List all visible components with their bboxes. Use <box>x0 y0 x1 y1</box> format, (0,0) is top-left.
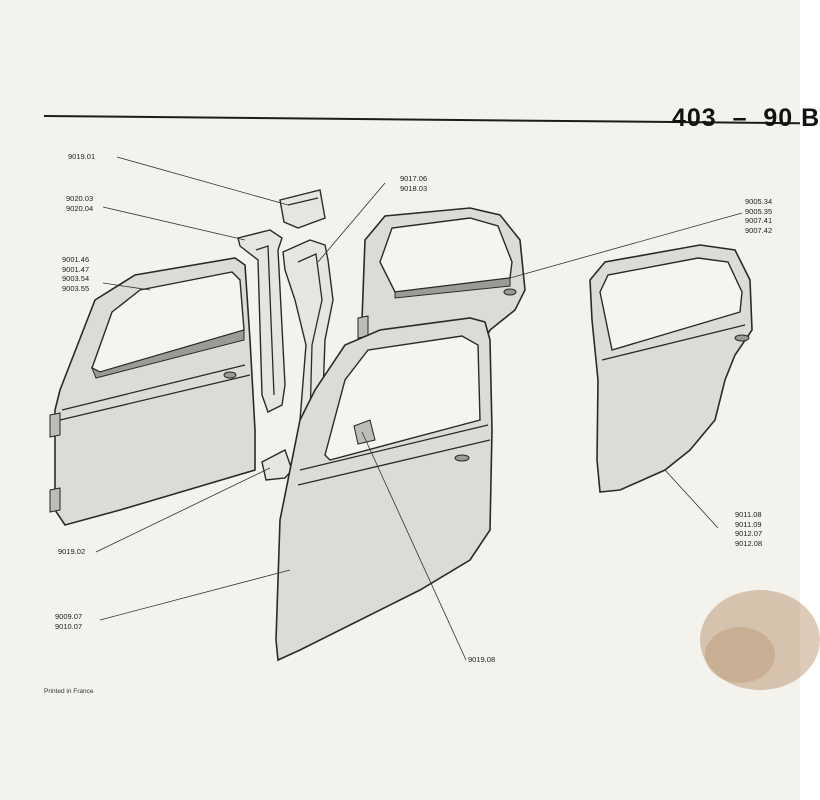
ref-9011: 9011.08 9011.09 9012.07 9012.08 <box>735 510 763 548</box>
pillar-reinforcement <box>237 229 286 413</box>
paper-stain <box>700 590 820 690</box>
ref-9019-01: 9019.01 <box>68 152 96 161</box>
small-bracket-bottom <box>261 449 293 481</box>
ref-9001: 9001.46 9001.47 9003.54 9003.55 <box>62 255 90 293</box>
leader-9017 <box>317 182 386 263</box>
ref-9009: 9009.07 9010.07 <box>55 612 83 631</box>
ref-9019-08: 9019.08 <box>468 655 496 664</box>
door-parts-drawing <box>49 156 820 690</box>
front-door-inner <box>275 317 493 662</box>
small-bracket-top <box>279 189 326 229</box>
leader-9005 <box>509 212 743 279</box>
front-door-left <box>49 257 256 526</box>
leader-9009 <box>99 569 291 621</box>
leader-9019-02 <box>95 467 271 553</box>
leader-9020 <box>102 206 246 241</box>
page-title: 403 – 90 B <box>672 104 820 132</box>
ref-9020: 9020.03 9020.04 <box>66 194 94 213</box>
leader-9019-08 <box>361 431 467 661</box>
paper-stain-inner <box>705 627 775 683</box>
ref-9019-02: 9019.02 <box>58 547 86 556</box>
leader-9001 <box>102 282 151 291</box>
leader-9019-01 <box>116 156 289 206</box>
printed-in-france: Printed in France <box>44 688 94 695</box>
rear-door-outer <box>589 244 753 493</box>
ref-9017: 9017.06 9018.03 <box>400 174 428 193</box>
leader-9011 <box>664 469 719 529</box>
ref-9005: 9005.34 9005.35 9007.41 9007.42 <box>745 197 773 235</box>
